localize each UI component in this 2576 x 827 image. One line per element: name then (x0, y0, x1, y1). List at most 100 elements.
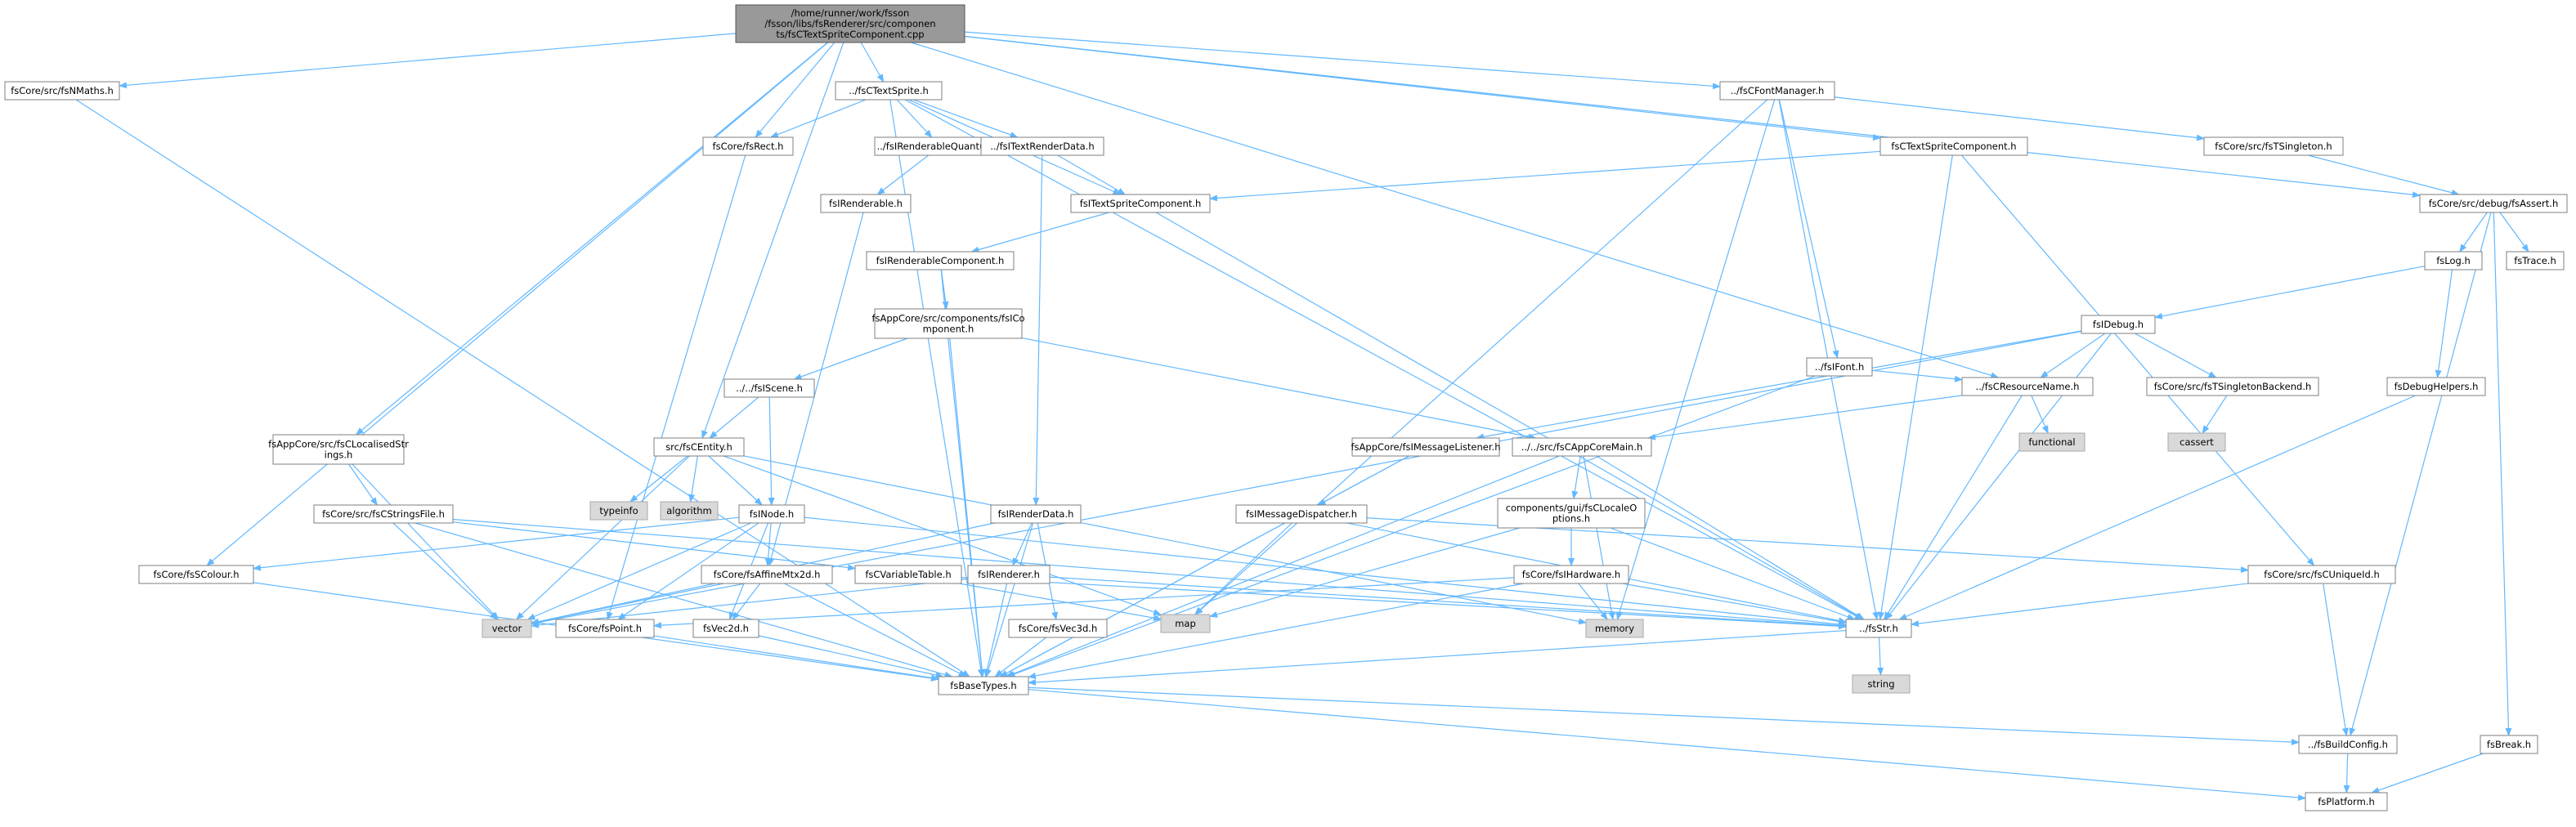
node-string[interactable]: string (1852, 674, 1911, 694)
include-edge-fscentity-to-typeinfo (629, 455, 688, 503)
node-label: fsINode.h (750, 508, 794, 520)
include-edge-fsstr-to-fsbasetypes (1028, 629, 1847, 686)
include-edge-fscfontmanager-to-map (1194, 99, 1768, 615)
node-label: ../../src/fsCAppCoreMain.h (1521, 441, 1643, 453)
node-label: ../fsStr.h (1859, 623, 1898, 634)
node-fsinode[interactable]: fsINode.h (738, 504, 805, 524)
include-edge-fscentity-to-memory (743, 455, 1587, 625)
include-edge-fsaffinemtx2d-to-fsbasetypes (784, 583, 967, 677)
node-vector[interactable]: vector (482, 619, 532, 638)
node-fsirenderablequantum[interactable]: ../fsIRenderableQuantum.h (874, 136, 1006, 156)
include-edge-fsctextsprite-to-fsbasetypes (889, 99, 984, 677)
node-label: ../fsIRenderableQuantum.h (877, 141, 1004, 152)
node-fsimessagelistener[interactable]: fsAppCore/fsIMessageListener.h (1351, 437, 1501, 457)
node-fscfontmanager[interactable]: ../fsCFontManager.h (1719, 81, 1835, 101)
node-fsitextrenderdata[interactable]: ../fsITextRenderData.h (980, 136, 1104, 156)
node-functional[interactable]: functional (2018, 432, 2085, 452)
node-fsifont[interactable]: ../fsIFont.h (1806, 357, 1873, 377)
include-edge-fscfontmanager-to-fsctsingleton (1834, 96, 2205, 141)
include-edge-fsitextrenderdata-to-fsitextspritecomponent (1057, 154, 1127, 195)
node-fsidebug[interactable]: fsIDebug.h (2081, 315, 2156, 334)
include-edge-fsaffinemtx2d-to-vector (531, 583, 724, 625)
node-label: ../fsCTextSprite.h (849, 85, 929, 96)
node-fsiscene[interactable]: ../../fsIScene.h (724, 378, 815, 398)
node-fsnmaths[interactable]: fsCore/src/fsNMaths.h (4, 81, 120, 101)
node-fscuniqueid[interactable]: fsCore/src/fsCUniqueId.h (2247, 565, 2396, 584)
node-fsstr[interactable]: ../fsStr.h (1845, 619, 1912, 638)
node-root[interactable]: /home/runner/work/fsson/fsson/libs/fsRen… (735, 4, 965, 43)
node-label: functional (2028, 436, 2075, 448)
node-fstsingletonbackend[interactable]: fsCore/src/fsTSingletonBackend.h (2146, 377, 2319, 396)
node-fsbuildconfig[interactable]: ../fsBuildConfig.h (2298, 735, 2398, 754)
node-fslog[interactable]: fsLog.h (2424, 251, 2483, 270)
node-fsscolour[interactable]: fsCore/fsSColour.h (138, 565, 254, 584)
include-edge-fsctextsprite-to-fsstr (904, 99, 1863, 620)
include-edge-fsnmaths-to-fsbasetypes (75, 99, 970, 677)
node-fsaffinemtx2d[interactable]: fsCore/fsAffineMtx2d.h (701, 565, 833, 584)
node-memory[interactable]: memory (1585, 619, 1644, 638)
include-edge-root-to-fsctextsprite (860, 42, 885, 83)
node-label: map (1175, 618, 1196, 629)
node-label: ../fsITextRenderData.h (990, 141, 1094, 152)
node-fscappcoremain[interactable]: ../../src/fsCAppCoreMain.h (1512, 437, 1652, 457)
node-algorithm[interactable]: algorithm (660, 501, 719, 521)
node-label: memory (1595, 623, 1634, 634)
node-fscvariabletable[interactable]: fsCVariableTable.h (854, 565, 962, 584)
node-fsirenderer[interactable]: fsIRenderer.h (967, 565, 1051, 584)
include-edge-fsinode-to-vector (526, 522, 751, 620)
node-fsbasetypes[interactable]: fsBaseTypes.h (938, 676, 1029, 695)
node-fscentity[interactable]: src/fsCEntity.h (653, 437, 745, 457)
include-edge-root-to-fscentity (701, 42, 844, 439)
node-fsbreak[interactable]: fsBreak.h (2480, 735, 2538, 754)
node-fsvec2d[interactable]: fsVec2d.h (692, 619, 759, 638)
node-label: fsCore/fsSColour.h (153, 569, 239, 580)
include-edge-fsassert-to-fslog (2459, 212, 2488, 253)
include-edge-fsiscene-to-fscentity (709, 396, 759, 439)
node-fsvec3d[interactable]: fsCore/fsVec3d.h (1008, 619, 1108, 638)
node-label: fsCore/fsRect.h (713, 141, 784, 152)
include-edge-fscuniqueid-to-fsstr (1911, 583, 2249, 628)
node-fsplatform[interactable]: fsPlatform.h (2305, 792, 2388, 811)
node-map[interactable]: map (1160, 614, 1211, 633)
include-edge-fscappcoremain-to-fsclocaleoptions (1571, 455, 1581, 499)
node-fsctextsprite[interactable]: ../fsCTextSprite.h (835, 81, 943, 101)
node-fsimessagedispatcher[interactable]: fsIMessageDispatcher.h (1235, 504, 1368, 524)
node-fsrect[interactable]: fsCore/fsRect.h (702, 136, 794, 156)
node-fsirenderdata[interactable]: fsIRenderData.h (990, 504, 1082, 524)
include-edge-fsimessagedispatcher-to-map (1194, 522, 1292, 615)
include-edge-fsclocalisedstrings-to-vector (352, 463, 500, 620)
node-fspoint[interactable]: fsCore/fsPoint.h (555, 619, 655, 638)
include-edge-fsifont-to-fscresourcename (1871, 369, 1963, 382)
node-label: fsCore/src/fsCStringsFile.h (322, 508, 445, 520)
node-fsdebughelpers[interactable]: fsDebugHelpers.h (2386, 377, 2486, 396)
node-fsirenderable[interactable]: fsIRenderable.h (820, 194, 912, 213)
node-fsctsingleton[interactable]: fsCore/src/fsTSingleton.h (2203, 136, 2344, 156)
node-fscihardware[interactable]: fsCore/fsIHardware.h (1513, 565, 1629, 584)
include-edge-fstsingletonbackend-to-cassert (2202, 395, 2228, 434)
node-fscstringsfile[interactable]: fsCore/src/fsCStringsFile.h (313, 504, 454, 524)
include-edge-fsassert-to-fsbreak (2493, 212, 2512, 736)
node-fscresourcename[interactable]: ../fsCResourceName.h (1961, 377, 2094, 396)
include-edge-fsbasetypes-to-fsbuildconfig (1028, 686, 2300, 746)
node-fsctextspritecomponent-h[interactable]: fsCTextSpriteComponent.h (1879, 136, 2028, 156)
node-label: fsIMessageDispatcher.h (1246, 508, 1357, 520)
node-fsassert[interactable]: fsCore/src/debug/fsAssert.h (2419, 194, 2568, 213)
node-typeinfo[interactable]: typeinfo (589, 501, 648, 521)
node-label: ../fsCFontManager.h (1731, 85, 1825, 96)
node-label: fsBaseTypes.h (950, 680, 1016, 691)
node-fsitextspritecomponent[interactable]: fsITextSpriteComponent.h (1070, 194, 1211, 213)
node-cassert[interactable]: cassert (2167, 432, 2226, 452)
node-label: cassert (2180, 436, 2214, 448)
node-fsirenderablecomponent[interactable]: fsIRenderableComponent.h (866, 251, 1015, 270)
include-edge-fscihardware-to-memory (1578, 583, 1608, 620)
node-label: fsIRenderableComponent.h (876, 255, 1005, 266)
node-fstrace[interactable]: fsTrace.h (2506, 251, 2565, 270)
include-edge-fslog-to-fsidebug (2154, 266, 2426, 320)
node-label: fsCore/src/debug/fsAssert.h (2429, 198, 2558, 209)
include-edge-fsirenderer-to-vector (531, 578, 969, 628)
